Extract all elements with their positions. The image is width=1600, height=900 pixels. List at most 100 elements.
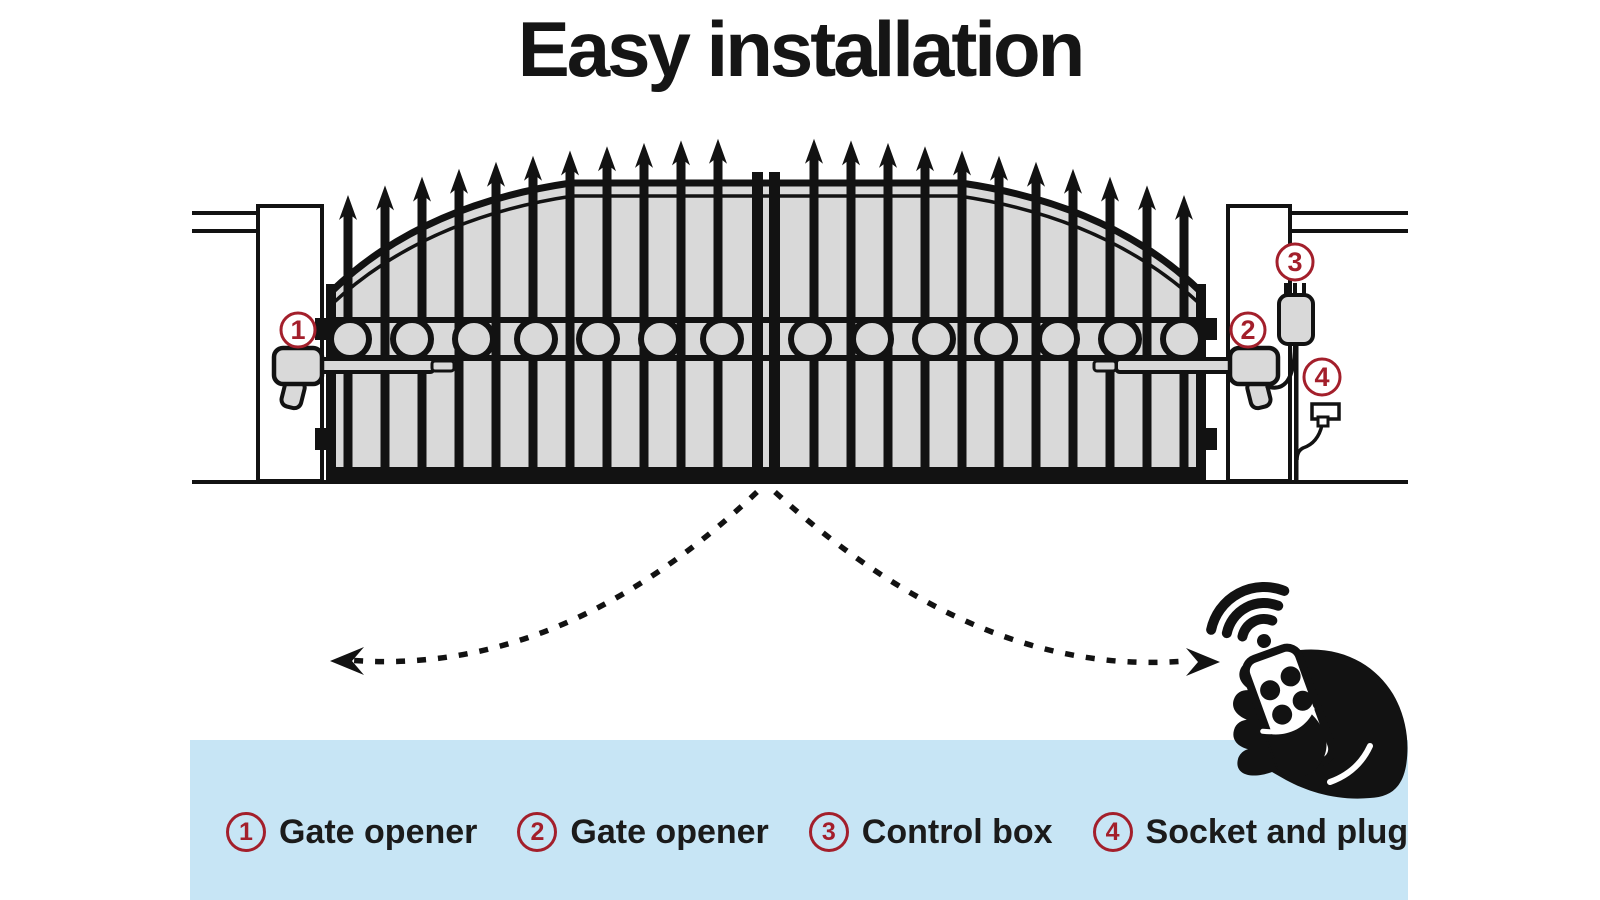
- ring-ornament: [1098, 317, 1142, 361]
- hand-thumb: [1265, 714, 1327, 778]
- spear-finial: [709, 138, 727, 164]
- control-box-body: [1277, 293, 1315, 346]
- callout-1-circle: [279, 311, 317, 349]
- ring-band-bottom-line: [331, 355, 1201, 361]
- right-wall-bottom-line: [1290, 229, 1408, 233]
- spear-finial: [376, 185, 394, 211]
- hand-holding-remote-icon: [1233, 643, 1408, 799]
- remote-button: [1292, 690, 1313, 711]
- gate-panel: [331, 183, 1201, 480]
- ring-ornament: [700, 317, 744, 361]
- left-hinge-bottom: [315, 428, 329, 450]
- callout-4-number: 4: [1314, 362, 1329, 392]
- gate-arch-rail-inner: [329, 194, 1203, 307]
- ring-ornament: [390, 317, 434, 361]
- remote-button: [1272, 704, 1293, 725]
- gate-picket: [639, 157, 649, 468]
- legend-number-1: 1: [226, 812, 266, 852]
- callout-4-circle: [1302, 357, 1342, 397]
- plug-body: [1316, 415, 1330, 428]
- legend-item-control-box: 3 Control box: [808, 812, 1053, 852]
- legend-item-socket-plug: 4 Socket and plug: [1092, 812, 1409, 852]
- gate-opener-left-arm-tip: [430, 359, 456, 373]
- legend-item-gate-opener-1: 1 Gate opener: [226, 812, 477, 852]
- gate-picket: [565, 165, 575, 468]
- spear-finial: [1138, 185, 1156, 211]
- callout-4: 4: [1302, 357, 1342, 397]
- spear-finial: [524, 155, 542, 181]
- gate-opener-left-body: [271, 345, 325, 387]
- legend-label-3: Control box: [861, 812, 1053, 851]
- remote-button: [1280, 666, 1301, 687]
- spear-finial: [916, 146, 934, 172]
- ring-ornament: [514, 317, 558, 361]
- right-hinge-top: [1203, 318, 1217, 340]
- spear-finial: [1064, 168, 1082, 194]
- wire-socket: [1295, 424, 1324, 461]
- gate-swing-arrowhead-right: [1186, 648, 1220, 676]
- remote-button: [1260, 680, 1281, 701]
- control-box-antenna-3: [1302, 283, 1306, 296]
- spear-finial: [879, 142, 897, 168]
- gate-opener-right-body: [1227, 345, 1281, 387]
- control-box: [1277, 283, 1315, 346]
- gate-picket: [883, 157, 893, 468]
- gate-left-stile: [326, 284, 336, 482]
- legend-label-2: Gate opener: [570, 812, 769, 851]
- gate-picket: [957, 165, 967, 468]
- control-box-antenna-2: [1293, 283, 1297, 296]
- control-box-antenna-1: [1284, 283, 1288, 296]
- legend-number-2: 2: [517, 812, 558, 852]
- ring-ornament: [328, 317, 372, 361]
- callout-2: 2: [1229, 311, 1267, 349]
- signal-waves-icon: [1206, 582, 1290, 648]
- callout-2-circle: [1229, 311, 1267, 349]
- spear-finial: [487, 161, 505, 187]
- legend-item-gate-opener-2: 2 Gate opener: [517, 812, 769, 852]
- spear-finial: [450, 168, 468, 194]
- ring-ornament: [912, 317, 956, 361]
- ring-ornament: [452, 317, 496, 361]
- callout-3: 3: [1275, 242, 1315, 282]
- left-hinge-top: [315, 318, 329, 340]
- hand-thumb-gap: [1327, 743, 1373, 785]
- spear-finial: [1027, 161, 1045, 187]
- spear-finial: [672, 140, 690, 166]
- gate-ring-ornaments: [328, 317, 1204, 361]
- socket-and-plug: [1310, 402, 1341, 428]
- gate-picket: [676, 155, 686, 469]
- callout-3-number: 3: [1287, 247, 1302, 277]
- legend-band: 1 Gate opener 2 Gate opener 3 Control bo…: [190, 740, 1408, 900]
- gate-picket: [602, 161, 612, 469]
- gate-picket: [846, 155, 856, 469]
- gate-bottom-rail: [326, 467, 1206, 480]
- gate-opener-left: [271, 345, 456, 411]
- gate-right-stile: [1196, 284, 1206, 482]
- callout-1: 1: [279, 311, 317, 349]
- gate-opener-right: [1092, 345, 1281, 411]
- left-wall-top-line: [192, 211, 258, 215]
- gate-swing-arrow-left: [347, 489, 759, 665]
- gate-center-stile-right: [769, 172, 780, 482]
- gate-swing-arrowhead-left: [330, 647, 364, 675]
- gate-opener-right-arm-tip: [1092, 359, 1118, 373]
- legend-label-4: Socket and plug: [1145, 812, 1409, 851]
- spear-finial: [805, 138, 823, 164]
- spear-finial: [1101, 176, 1119, 202]
- spear-finial: [413, 176, 431, 202]
- spear-finial: [598, 146, 616, 172]
- left-wall-bottom-line: [192, 229, 258, 233]
- callout-1-number: 1: [290, 315, 305, 345]
- wire-control-box-down: [1294, 344, 1299, 481]
- gate-picket: [920, 161, 930, 469]
- spear-finial: [339, 195, 357, 220]
- thumb-highlight: [1260, 706, 1315, 735]
- callout-2-number: 2: [1240, 315, 1255, 345]
- spear-finial: [990, 155, 1008, 181]
- callout-3-circle: [1275, 242, 1315, 282]
- legend-number-3: 3: [808, 812, 849, 852]
- spear-finial: [635, 142, 653, 168]
- gate-picket: [380, 200, 390, 468]
